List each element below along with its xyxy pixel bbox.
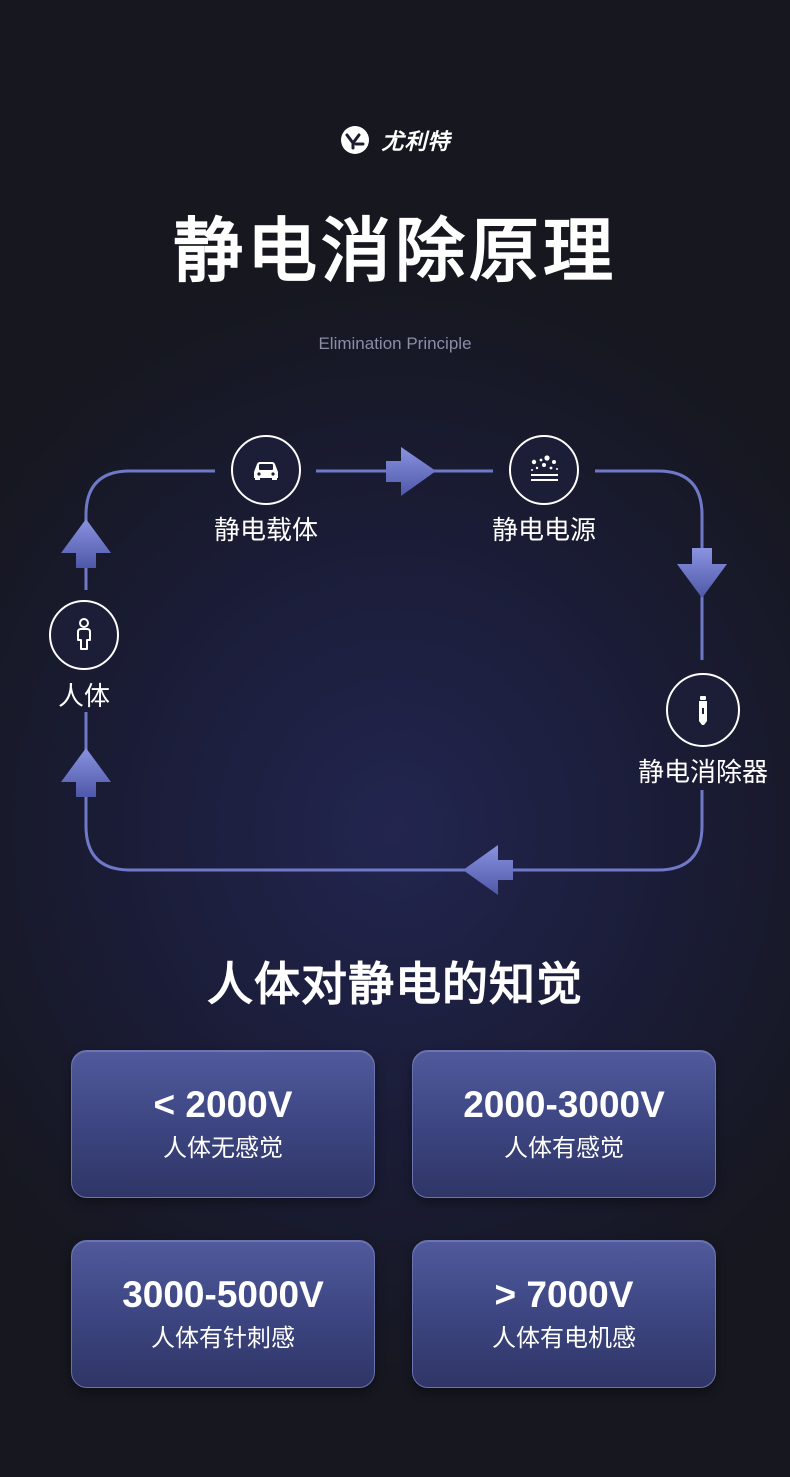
- arrow-up-bottom: [61, 748, 111, 797]
- page-title: 静电消除原理: [173, 210, 617, 292]
- node-carrier: [231, 435, 301, 505]
- arrow-up-top: [61, 519, 111, 568]
- card-description: 人体有感觉: [504, 1133, 624, 1162]
- card-description: 人体无感觉: [163, 1133, 283, 1162]
- cycle-line-top-right: [595, 469, 704, 660]
- page-subtitle: Elimination Principle: [318, 334, 472, 353]
- car-icon: [254, 462, 278, 480]
- node-eliminator: [666, 673, 740, 747]
- perception-card: 2000-3000V 人体有感觉: [412, 1050, 716, 1198]
- node-label-human: 人体: [57, 682, 110, 712]
- node-label-source: 静电电源: [491, 516, 596, 546]
- card-description: 人体有电机感: [492, 1323, 636, 1352]
- person-icon: [77, 618, 91, 650]
- card-description: 人体有针刺感: [151, 1323, 295, 1352]
- arrow-down: [677, 548, 727, 598]
- particles-icon: [531, 455, 558, 481]
- cycle-line-bottom: [84, 712, 704, 872]
- node-label-carrier: 静电载体: [213, 516, 318, 546]
- perception-card: < 2000V 人体无感觉: [71, 1050, 375, 1198]
- arrow-left: [463, 845, 513, 895]
- ion-pen-icon: [699, 696, 707, 725]
- brand-logo: 尤利特: [0, 120, 790, 160]
- cycle-line-top-left: [84, 469, 215, 590]
- node-label-eliminator: 静电消除器: [637, 758, 768, 788]
- brand-name: 尤利特: [381, 130, 451, 155]
- perception-card: > 7000V 人体有电机感: [412, 1240, 716, 1388]
- arrow-right: [386, 447, 436, 496]
- perception-title: 人体对静电的知觉: [207, 957, 583, 1011]
- node-source: [509, 435, 579, 505]
- perception-card: 3000-5000V 人体有针刺感: [71, 1240, 375, 1388]
- card-voltage: < 2000V: [153, 1084, 293, 1126]
- cycle-diagram: [61, 447, 727, 895]
- card-voltage: 3000-5000V: [122, 1274, 324, 1316]
- node-human: [49, 600, 119, 670]
- card-voltage: > 7000V: [494, 1274, 634, 1316]
- card-voltage: 2000-3000V: [463, 1084, 665, 1126]
- brand-logo-icon: [341, 126, 370, 154]
